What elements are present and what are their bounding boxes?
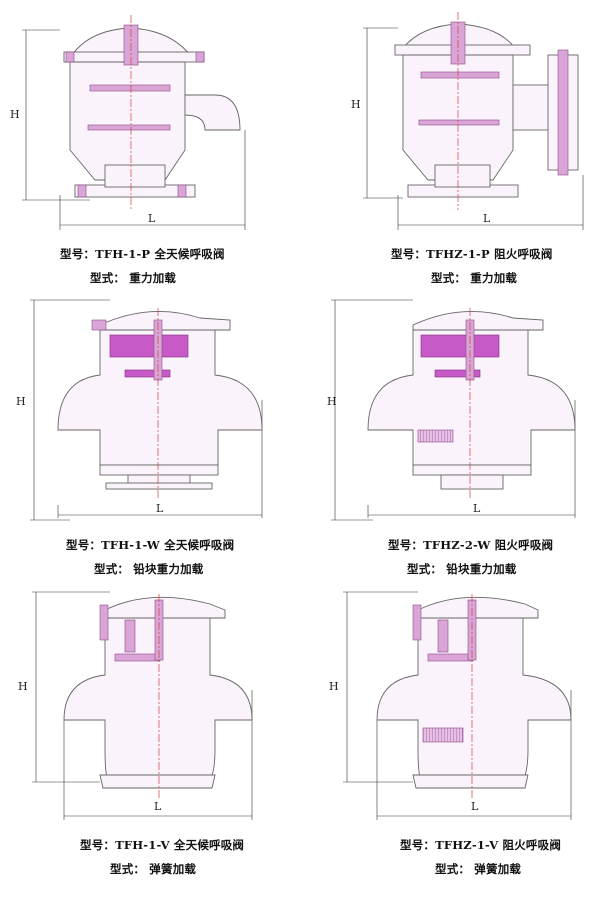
valve-panel-tfhz-1-v: H L 型号：TFHZ-1-V 阻火呼吸阀 型式： 弹簧加载 — [303, 580, 606, 900]
type-caption: 型式： 重力加载 — [90, 271, 177, 285]
type-caption: 型式： 铅块重力加载 — [94, 562, 204, 576]
height-dim-label: H — [16, 395, 26, 408]
height-dim-label: H — [18, 680, 28, 693]
model-caption: 型号：TFHZ-1-V 阻火呼吸阀 — [400, 838, 562, 852]
type-caption: 型式： 重力加载 — [431, 271, 518, 285]
length-dim-label: L — [148, 212, 156, 225]
valve-drawing-tfh-1-p: H L — [10, 15, 246, 230]
height-dim-label: H — [327, 395, 337, 408]
model-caption: 型号：TFH-1-W 全天候呼吸阀 — [66, 538, 235, 552]
valve-drawing-tfhz-1-v: H L — [329, 591, 572, 820]
length-dim-label: L — [154, 800, 162, 813]
valve-panel-tfh-1-p: H L 型号：TFH-1-P 全天候呼吸阀 型式： 重力加载 — [0, 0, 303, 290]
height-dim-label: H — [10, 108, 20, 121]
valve-panel-tfh-1-w: H L 型号：TFH-1-W 全天候呼吸阀 型式： 铅块重力加载 — [0, 290, 303, 580]
model-caption: 型号：TFHZ-2-W 阻火呼吸阀 — [388, 538, 554, 552]
model-caption: 型号：TFH-1-P 全天候呼吸阀 — [60, 247, 225, 261]
model-caption: 型号：TFHZ-1-P 阻火呼吸阀 — [391, 247, 553, 261]
length-dim-label: L — [483, 212, 491, 225]
valve-drawing-tfh-1-w: H L — [16, 299, 263, 521]
valve-panel-tfhz-1-p: H L 型号：TFHZ-1-P 阻火呼吸阀 型式： 重力加载 — [303, 0, 606, 290]
valve-panel-tfhz-2-w: H L 型号：TFHZ-2-W 阻火呼吸阀 型式： 铅块重力加载 — [303, 290, 606, 580]
valve-drawing-tfhz-2-w: H L — [327, 299, 576, 521]
height-dim-label: H — [329, 680, 339, 693]
type-caption: 型式： 弹簧加载 — [435, 862, 522, 876]
valve-drawing-tfhz-1-p: H L — [351, 12, 584, 230]
type-caption: 型式： 铅块重力加载 — [407, 562, 517, 576]
length-dim-label: L — [156, 502, 164, 515]
type-caption: 型式： 弹簧加载 — [110, 862, 197, 876]
height-dim-label: H — [351, 98, 361, 111]
model-caption: 型号：TFH-1-V 全天候呼吸阀 — [80, 838, 245, 852]
valve-panel-tfh-1-v: H L 型号：TFH-1-V 全天候呼吸阀 型式： 弹簧加载 — [0, 580, 303, 900]
valve-drawing-tfh-1-v: H L — [18, 591, 253, 820]
length-dim-label: L — [473, 502, 481, 515]
length-dim-label: L — [471, 800, 479, 813]
